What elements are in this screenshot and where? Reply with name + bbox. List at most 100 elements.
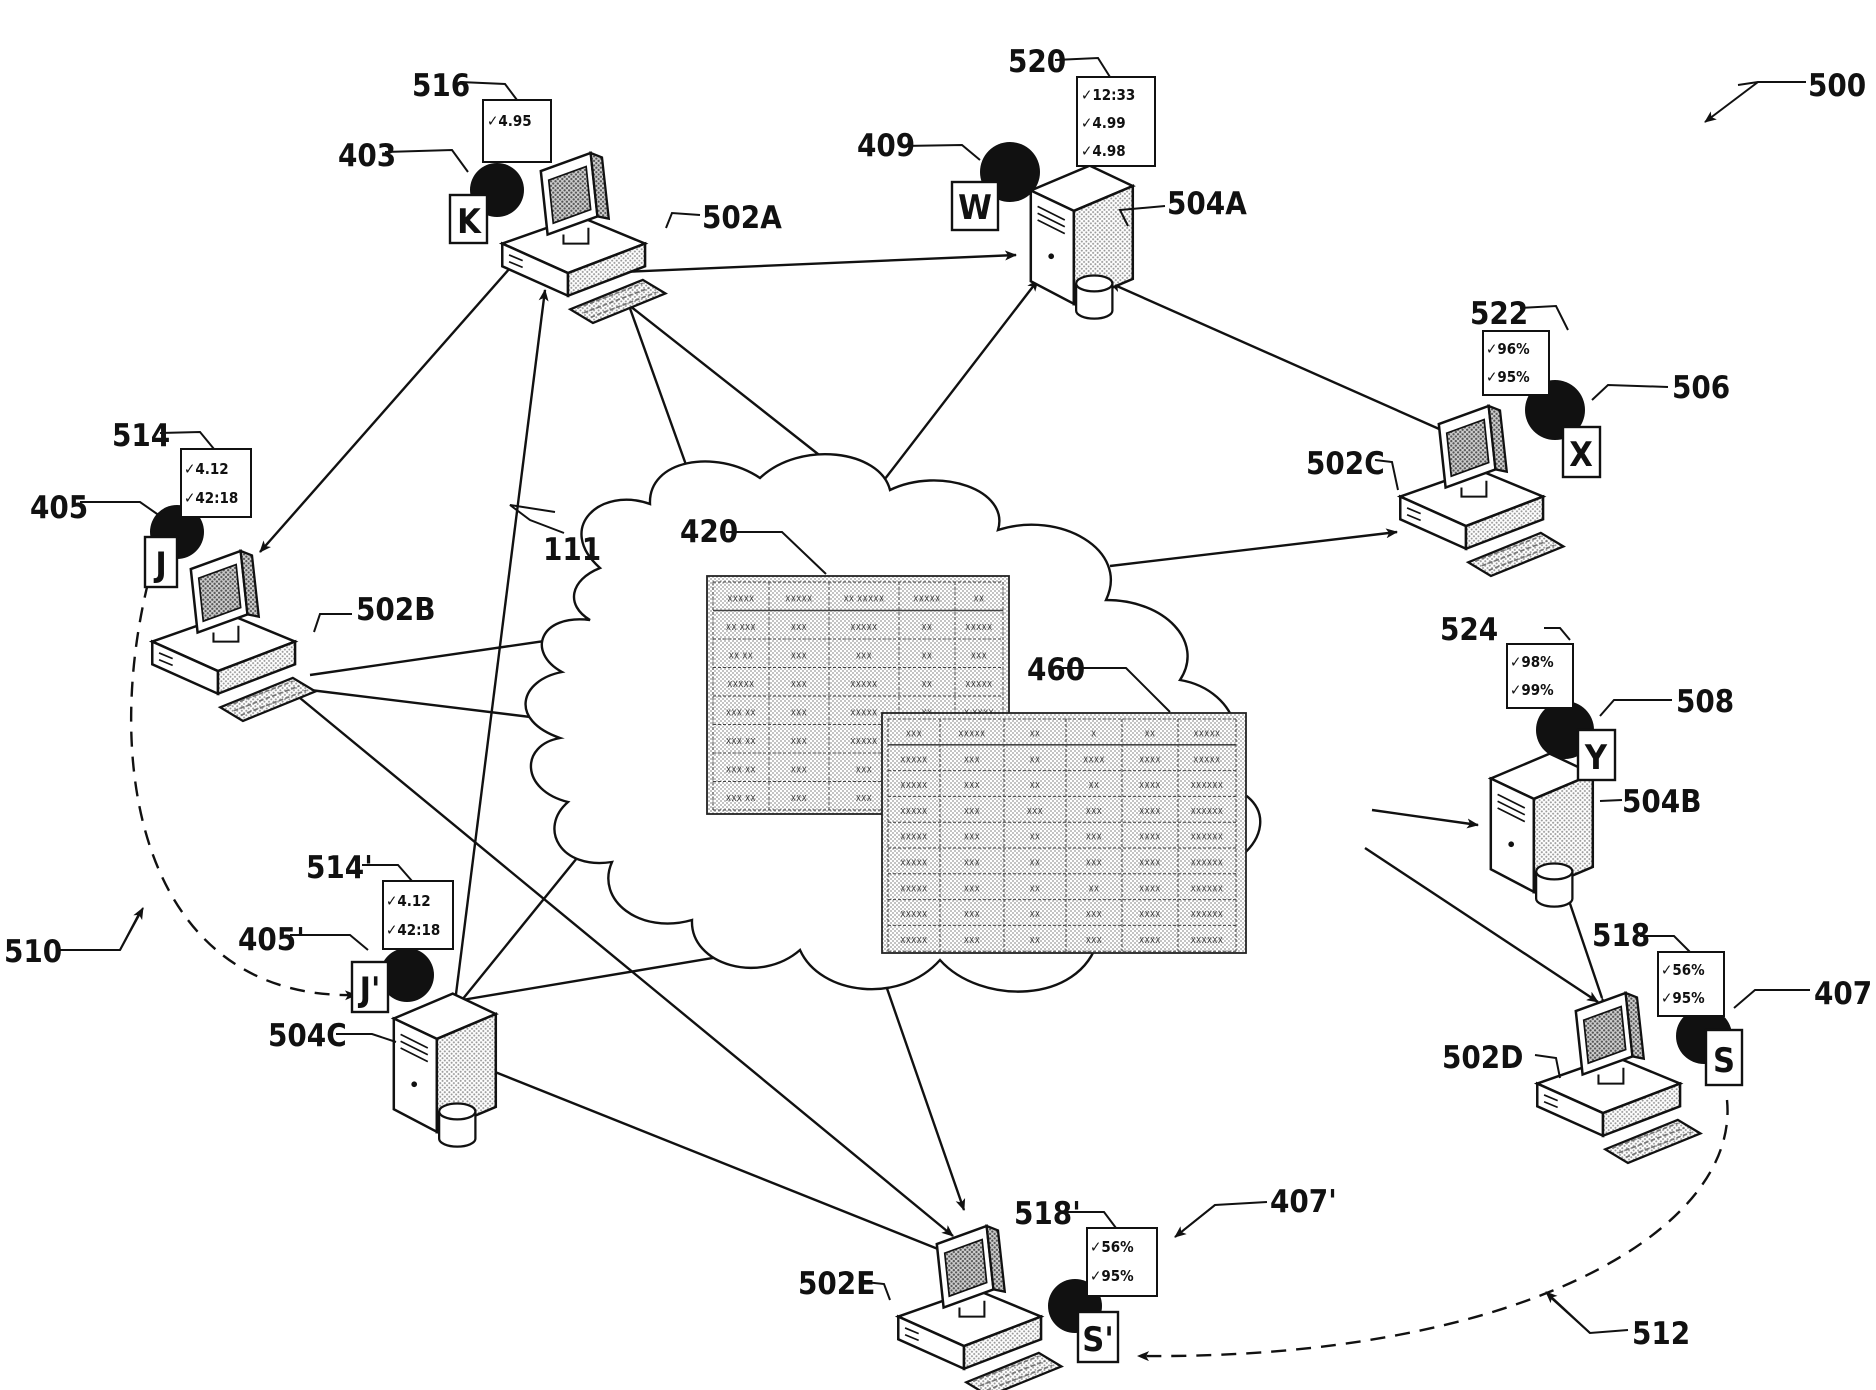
link-504C-502A bbox=[455, 290, 545, 1002]
table-420-cell: XXX bbox=[856, 765, 872, 774]
agent-J-prime[interactable]: J' bbox=[352, 948, 434, 1012]
table-420-cell: XXX bbox=[791, 623, 807, 632]
checklist-520-item: ✓12:33 bbox=[1081, 86, 1135, 104]
ref-502B: 502B bbox=[356, 592, 435, 628]
table-420-header-cell: XXXXX bbox=[727, 594, 754, 603]
checklist-514-prime-item: ✓42:18 bbox=[386, 921, 440, 939]
check-mark-icon: ✓ bbox=[184, 489, 195, 507]
ref-506: 506 bbox=[1672, 370, 1730, 406]
checklist-514-prime-item: ✓4.12 bbox=[386, 892, 431, 910]
agent-S-letter: S bbox=[1713, 1041, 1735, 1081]
check-mark-icon: ✓ bbox=[1081, 86, 1092, 104]
table-460-cell: XXX bbox=[1086, 807, 1102, 816]
ref-502D: 502D bbox=[1442, 1040, 1523, 1076]
table-460-cell: XXX bbox=[964, 859, 980, 868]
leader-508 bbox=[1600, 700, 1672, 716]
agent-X-letter: X bbox=[1569, 435, 1593, 475]
table-460-cell: XXX bbox=[1086, 859, 1102, 868]
ref-502A: 502A bbox=[702, 200, 782, 236]
checklist-524-item: ✓98% bbox=[1510, 653, 1554, 671]
table-420-header-cell: XXXXX bbox=[785, 594, 812, 603]
checklist-518-prime: ✓56% ✓95% bbox=[1087, 1228, 1157, 1296]
table-460-cell: XXXX bbox=[1139, 755, 1161, 764]
table-460-cell: XXXXX bbox=[900, 781, 927, 790]
table-460-cell: XXXX bbox=[1139, 884, 1161, 893]
table-460-cell: XXX bbox=[964, 884, 980, 893]
agent-K[interactable]: K bbox=[450, 163, 524, 243]
table-420-cell: XXX bbox=[791, 765, 807, 774]
table-460-cell: XXXXXX bbox=[1191, 936, 1224, 945]
table-420-cell: XXX bbox=[791, 680, 807, 689]
table-420-header-cell: XX bbox=[974, 594, 985, 603]
checklist-514-item: ✓4.12 bbox=[184, 460, 229, 478]
agent-S[interactable]: S bbox=[1676, 1008, 1742, 1085]
checklist-518: ✓56% ✓95% bbox=[1658, 952, 1724, 1016]
table-460-cell: XXX bbox=[964, 910, 980, 919]
ref-516: 516 bbox=[412, 68, 470, 104]
table-460-cell: XXXXX bbox=[900, 755, 927, 764]
leader-510-arrow bbox=[120, 908, 143, 950]
table-420-cell: XX bbox=[922, 623, 933, 632]
ref-409: 409 bbox=[857, 128, 915, 164]
server-504A[interactable] bbox=[1031, 166, 1133, 319]
desktop-502E[interactable] bbox=[898, 1226, 1061, 1390]
table-460-header-cell: XX bbox=[1145, 730, 1156, 739]
check-mark-icon: ✓ bbox=[1510, 653, 1521, 671]
table-460-cell: XXXX bbox=[1083, 755, 1105, 764]
leader-405 bbox=[80, 502, 160, 516]
table-460-cell: XX bbox=[1089, 781, 1100, 790]
table-420-cell: XX XX bbox=[729, 651, 754, 660]
link-504C-502E bbox=[490, 1070, 953, 1255]
table-420-cell: XXX XX bbox=[726, 708, 756, 717]
table-420-cell: XXXXX bbox=[727, 680, 754, 689]
table-420-cell: XXX bbox=[856, 651, 872, 660]
table-460-header-cell: XXXXX bbox=[1193, 730, 1220, 739]
desktop-502A[interactable] bbox=[502, 153, 665, 323]
ref-518-prime: 518' bbox=[1014, 1196, 1081, 1232]
link-502A-502B bbox=[260, 268, 510, 552]
table-460-cell: XX bbox=[1089, 884, 1100, 893]
table-460-cell: XXXXX bbox=[900, 859, 927, 868]
ref-504C: 504C bbox=[268, 1018, 347, 1054]
table-460-cell: XXX bbox=[964, 833, 980, 842]
table-420-cell: XXXXX bbox=[965, 680, 992, 689]
check-mark-icon: ✓ bbox=[1661, 989, 1672, 1007]
table-420-cell: XXX bbox=[791, 708, 807, 717]
table-420-cell: XXX bbox=[856, 794, 872, 803]
table-460-cell: XXXX bbox=[1139, 859, 1161, 868]
server-504C[interactable] bbox=[394, 994, 496, 1147]
leader-502D bbox=[1535, 1055, 1560, 1078]
leader-504B bbox=[1600, 800, 1622, 801]
ref-510: 510 bbox=[4, 934, 62, 970]
table-460-cell: XX bbox=[1030, 755, 1041, 764]
ref-518: 518 bbox=[1592, 918, 1650, 954]
checklist-514-item: ✓42:18 bbox=[184, 489, 238, 507]
table-460-cell: XX bbox=[1030, 936, 1041, 945]
table-420-cell: XXXXX bbox=[850, 680, 877, 689]
table-460-cell: XXX bbox=[964, 781, 980, 790]
table-460-cell: XXX bbox=[964, 755, 980, 764]
table-460-cell: XXXX bbox=[1139, 910, 1161, 919]
link-cloud-504B bbox=[1372, 810, 1478, 825]
desktop-502D[interactable] bbox=[1537, 993, 1700, 1163]
ref-405: 405 bbox=[30, 490, 88, 526]
agent-W[interactable]: W bbox=[952, 142, 1040, 230]
table-460-cell: XXXXXX bbox=[1191, 781, 1224, 790]
table-460-cell: XXXXXX bbox=[1191, 807, 1224, 816]
checklist-524-item: ✓99% bbox=[1510, 681, 1554, 699]
agent-S-prime-letter: S' bbox=[1082, 1320, 1113, 1360]
checklist-516-frame bbox=[483, 100, 551, 162]
leader-500-arrow bbox=[1705, 82, 1758, 122]
checklist-514-prime: ✓4.12 ✓42:18 bbox=[383, 881, 453, 949]
check-mark-icon: ✓ bbox=[1081, 114, 1092, 132]
table-420-header-cell: XX XXXXX bbox=[844, 594, 885, 603]
table-460-cell: XX bbox=[1030, 781, 1041, 790]
table-420-cell: XXXXX bbox=[850, 623, 877, 632]
checklist-522-item: ✓95% bbox=[1486, 368, 1530, 386]
ref-407: 407 bbox=[1814, 976, 1872, 1012]
checklist-522: ✓96% ✓95% bbox=[1483, 331, 1549, 395]
link-cloud-504A bbox=[878, 280, 1038, 488]
leader-510-line bbox=[58, 912, 140, 950]
